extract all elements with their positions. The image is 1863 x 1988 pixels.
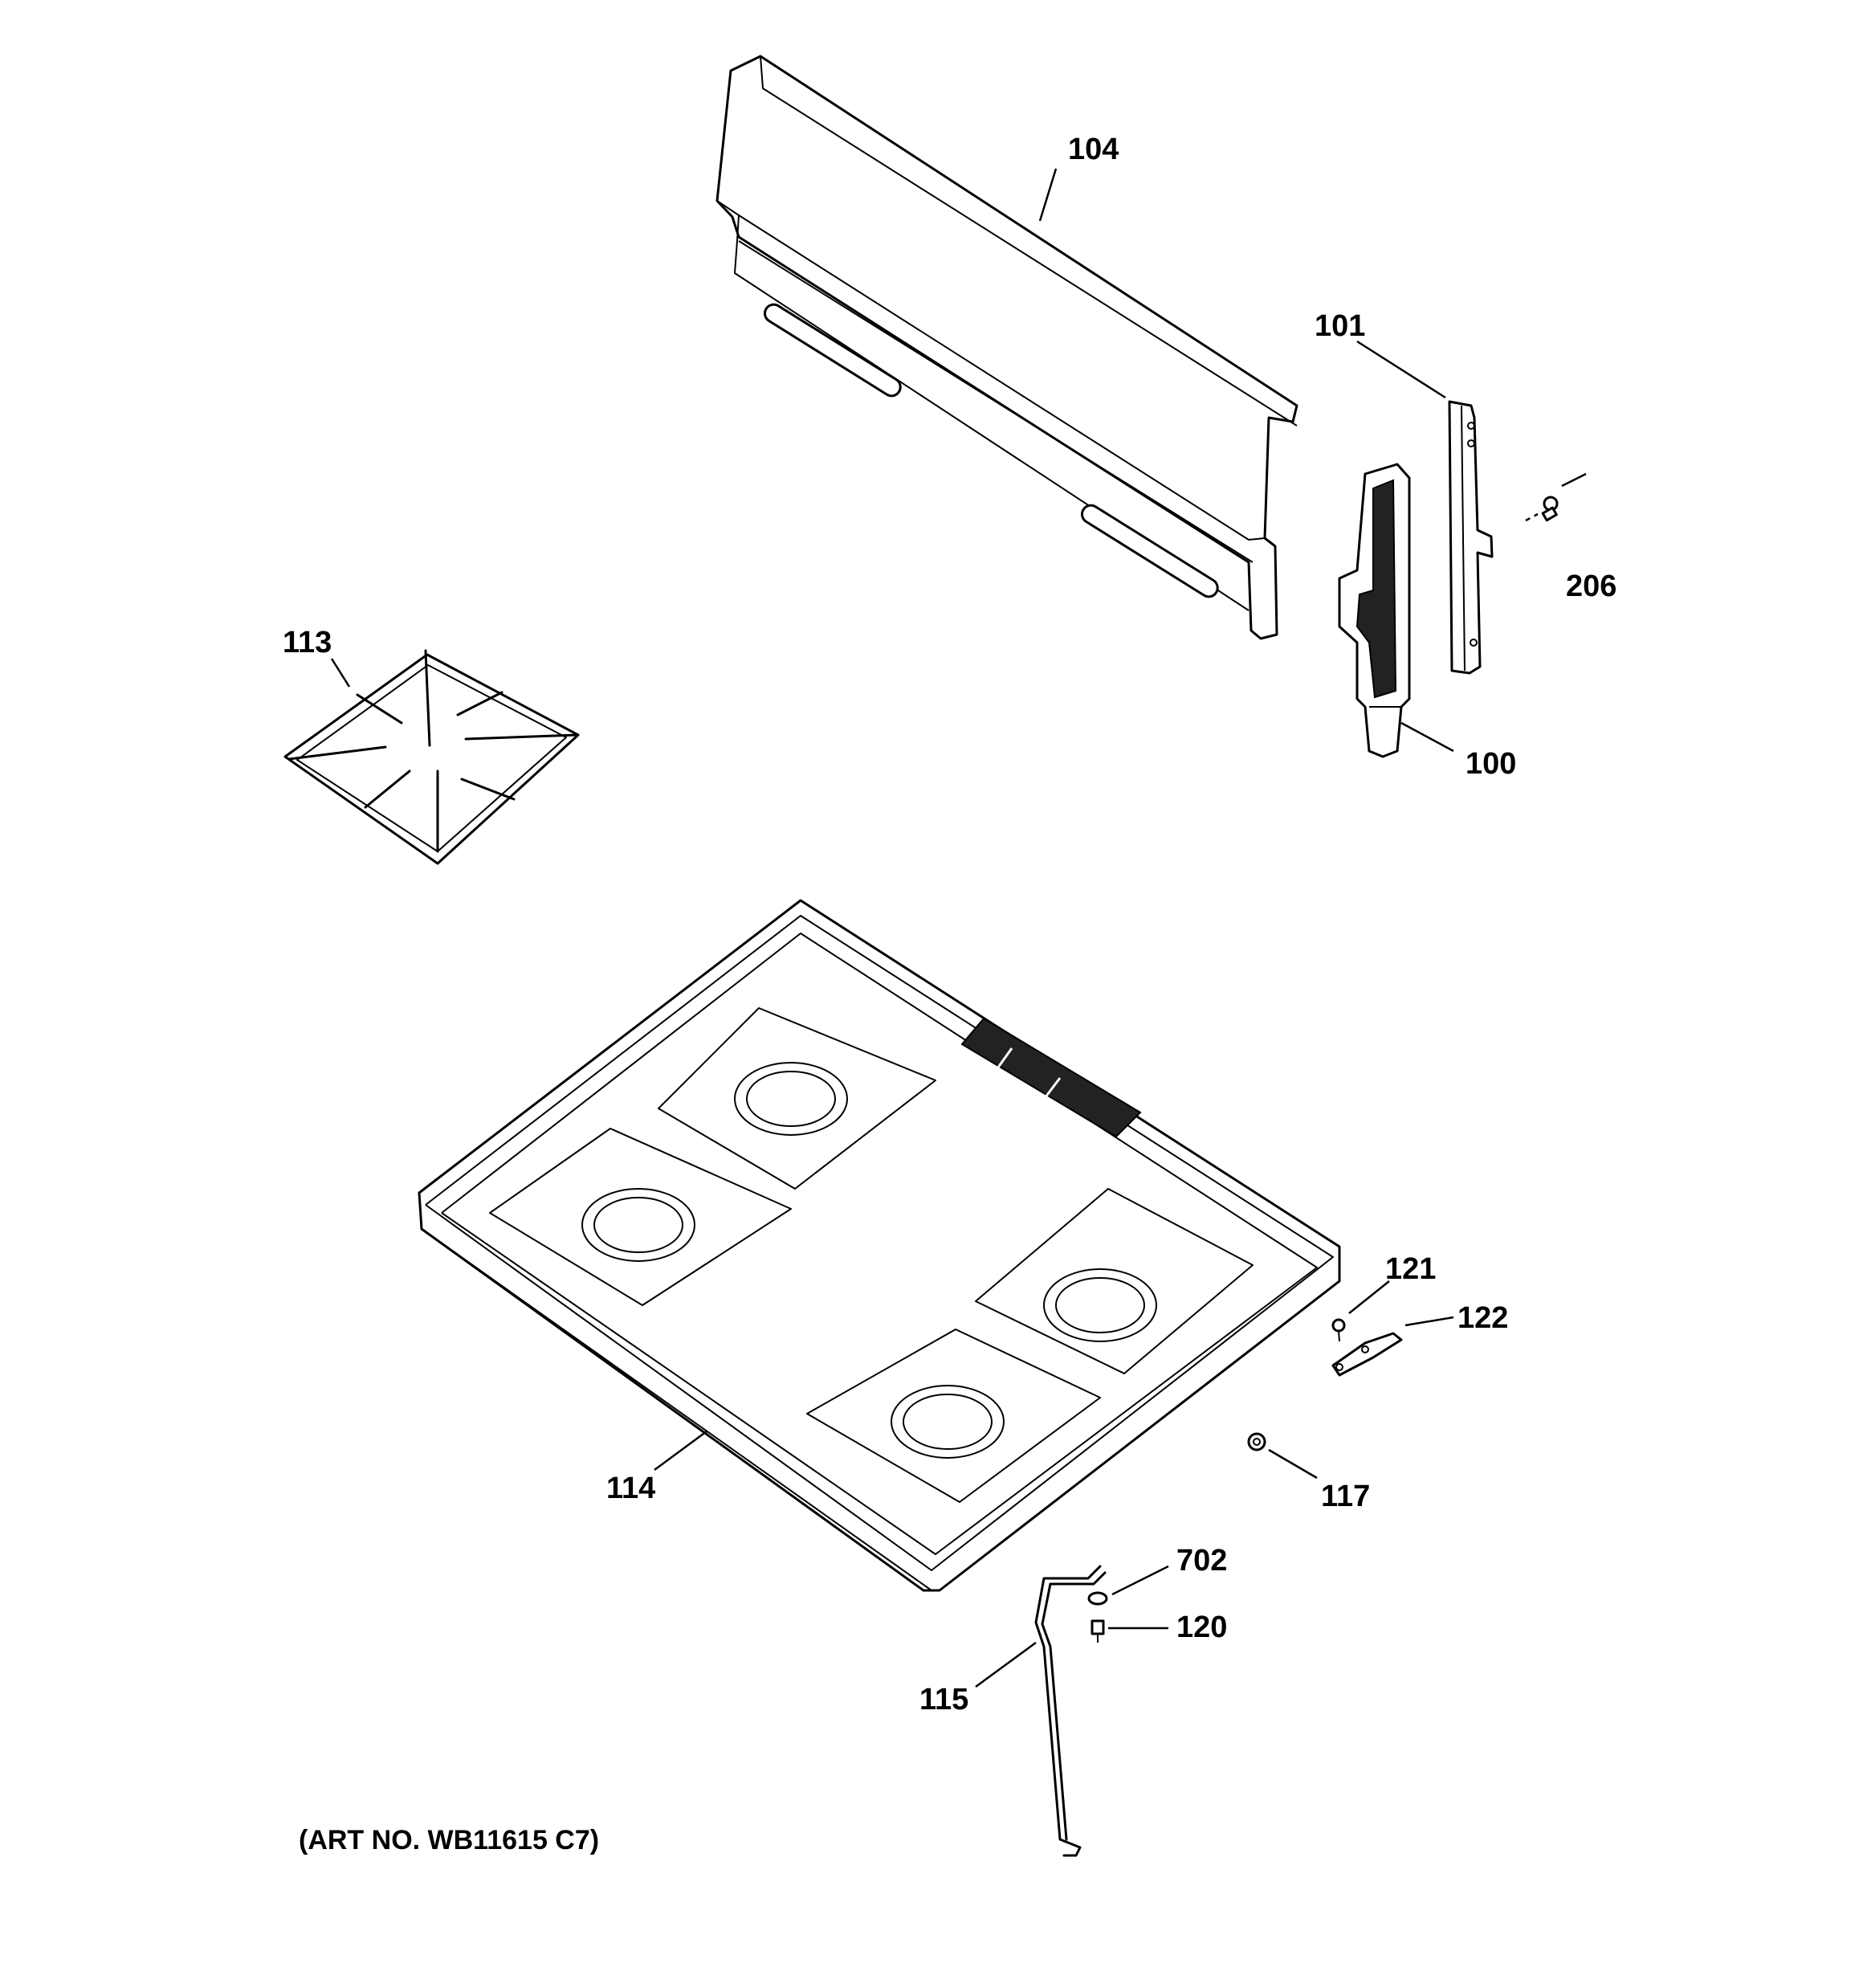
part-702-washer (1087, 1591, 1108, 1606)
callout-206: 206 (1566, 569, 1616, 603)
callout-702: 702 (1176, 1544, 1227, 1578)
callout-104: 104 (1068, 133, 1119, 166)
part-120-nut (1090, 1619, 1105, 1643)
part-114-cooktop (418, 899, 1341, 1592)
part-117-nut (1247, 1432, 1266, 1451)
callout-117: 117 (1321, 1480, 1370, 1513)
leader-lines (330, 168, 1454, 1688)
part-113-grate (283, 649, 580, 865)
callout-122: 122 (1457, 1301, 1508, 1335)
art-number: (ART NO. WB11615 C7) (299, 1825, 599, 1855)
part-100-endcap (1338, 463, 1411, 758)
callout-113: 113 (283, 626, 332, 659)
callout-100: 100 (1466, 747, 1516, 781)
part-115-rod (1034, 1565, 1107, 1857)
callout-101: 101 (1315, 309, 1365, 343)
callout-121: 121 (1385, 1252, 1436, 1286)
part-206-screw (1525, 472, 1587, 522)
callout-115: 115 (919, 1683, 968, 1717)
part-101-bracket (1448, 400, 1494, 675)
callout-114: 114 (606, 1472, 655, 1505)
callout-120: 120 (1176, 1610, 1227, 1644)
part-122-bracket (1331, 1332, 1403, 1377)
part-104-backsplash (715, 55, 1298, 640)
part-121-screw (1331, 1318, 1346, 1342)
